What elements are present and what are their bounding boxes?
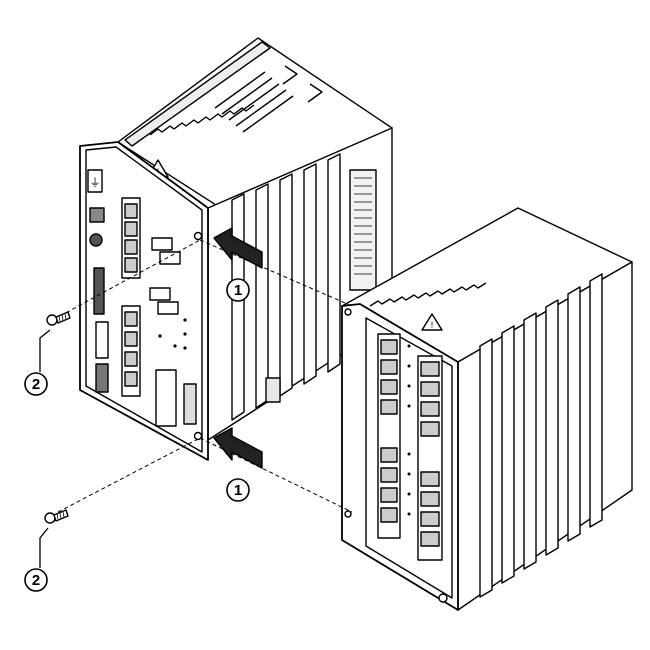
screw-lower (44, 509, 69, 524)
alarm-connector (183, 383, 197, 425)
mount-hole (193, 231, 203, 241)
rj45-port (380, 447, 398, 463)
left-port-column (377, 333, 401, 539)
right-port-column (417, 355, 443, 561)
callout-arrow-lower: 1 (226, 478, 250, 502)
rj45-port (124, 221, 138, 237)
rj45-port (420, 531, 440, 547)
reset-button (89, 233, 103, 247)
usb-port (87, 169, 103, 193)
callout-screw-lower: 2 (24, 568, 48, 592)
upper-port-block (121, 197, 141, 279)
rj45-port (420, 471, 440, 487)
rj45-port (124, 351, 138, 367)
top-vents (214, 65, 323, 133)
rj45-port (124, 257, 138, 273)
rj45-port (380, 359, 398, 375)
svg-text:!: ! (431, 320, 434, 330)
screw-upper (46, 311, 71, 326)
rj45-port (124, 371, 138, 387)
sfp-ports (149, 237, 181, 315)
usb-icon: ⏚ (90, 176, 101, 189)
rj45-port (380, 379, 398, 395)
rj45-port (124, 203, 138, 219)
rj45-port (124, 311, 138, 327)
insertion-arrow-lower (213, 427, 263, 469)
rj45-port (380, 487, 398, 503)
captive-screw (438, 593, 448, 603)
lower-port-block (121, 305, 141, 397)
rj45-port (420, 361, 440, 377)
rj45-port (420, 491, 440, 507)
insertion-arrow-upper (213, 227, 263, 269)
svg-text:2: 2 (32, 376, 40, 393)
rj45-port (420, 401, 440, 417)
sd-slot (95, 363, 109, 393)
mount-hole (344, 308, 352, 316)
expansion-module: ! (341, 207, 633, 611)
label-plate (95, 321, 109, 359)
led-column (93, 267, 105, 315)
rj45-port (380, 467, 398, 483)
rj45-port (380, 339, 398, 355)
heatsink-fins (479, 273, 603, 598)
warning-icon (421, 313, 443, 331)
rj45-port (420, 381, 440, 397)
console-port (89, 207, 105, 223)
rj45-port (124, 331, 138, 347)
svg-text:1: 1 (234, 482, 242, 499)
mount-hole (344, 510, 352, 518)
rj45-port (420, 511, 440, 527)
rj45-port (380, 507, 398, 523)
svg-text:2: 2 (32, 572, 40, 589)
rj45-port (420, 421, 440, 437)
rj45-port (380, 399, 398, 415)
power-connector (155, 369, 177, 427)
leader-screw-upper (39, 329, 51, 372)
leader-screw-lower (39, 527, 49, 568)
svg-text:1: 1 (234, 282, 242, 299)
callout-screw-upper: 2 (24, 372, 48, 396)
rj45-port (124, 239, 138, 255)
callout-arrow-upper: 1 (226, 278, 250, 302)
